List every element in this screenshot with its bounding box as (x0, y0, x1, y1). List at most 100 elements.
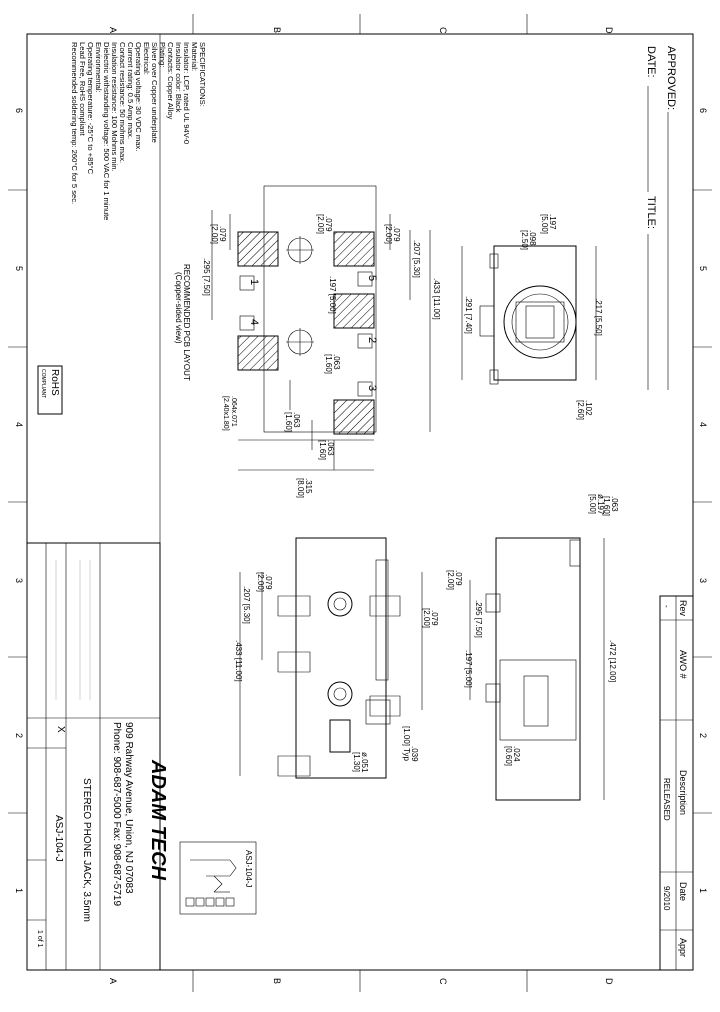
zone-col-top: D (604, 27, 614, 34)
dim-160c: [1.60] (324, 354, 333, 374)
approval-fields (55, 560, 91, 700)
dim-472: .472 [12.00] (608, 640, 617, 682)
dim-063a: .063 (292, 412, 301, 428)
dim-197s: .197 [5.00] (464, 650, 473, 688)
front-socket-outer (503, 285, 577, 359)
zone-col-top: B (272, 27, 282, 33)
title-block: ADAM TECH 909 Rahway Avenue, Union, NJ 0… (26, 542, 169, 971)
description-value: RELEASED (662, 778, 671, 821)
pcb-caption-2: (Copper-sided view) (174, 272, 183, 344)
specifications-notes: SPECIFICATIONS: Material: Insulator: LCP… (70, 42, 207, 220)
notes-line: Lead Free, RoHS compliant (78, 42, 87, 137)
dim-079a: .079 (218, 226, 227, 242)
pcb-caption-1: RECOMMENDED PCB LAYOUT (182, 264, 191, 381)
dim-295s: .295 [7.50] (474, 600, 483, 638)
zone-row-right: 4 (698, 422, 708, 427)
dim-039: .039 (410, 746, 419, 762)
approved-label: APPROVED: (665, 46, 677, 110)
dim-500g: [5.00] (588, 494, 597, 514)
sheet-value: 1 of 1 (36, 930, 43, 948)
dim-100: [1.00] Typ (402, 726, 411, 762)
notes-line: Operating voltage: 30 VDC max. (134, 42, 143, 151)
rohs-main: RoHS (49, 369, 60, 396)
dim-207t: .207 [5.30] (242, 586, 251, 624)
date-value: 9/2010 (662, 886, 671, 911)
bottom-body (295, 537, 387, 779)
pcb-pad-3 (333, 399, 375, 435)
notes-line: Insulator: LCP, rated UL 94V-0 (182, 42, 191, 144)
zone-row-right: 3 (698, 578, 708, 583)
dim-197: .197 [5.00] (328, 276, 337, 314)
zone-col-top: C (438, 27, 448, 34)
dim-200b: [2.00] (316, 214, 325, 234)
side-body (495, 537, 581, 801)
date-header: Date (678, 882, 688, 901)
dim-200u: [2.00] (256, 572, 265, 592)
part-number: ASJ-104-J (53, 815, 64, 862)
dim-250: [2.50] (520, 230, 529, 250)
side-view: .472 [12.00] .063 [1.60] ø.197 [5.00] .2… (446, 494, 619, 801)
dim-200t: [2.00] (422, 608, 431, 628)
dim-079c: .079 (392, 226, 401, 242)
dim-051: ø.051 (360, 752, 369, 773)
dim-200s: [2.00] (446, 570, 455, 590)
dim-hole-mm: [2.40x1.80] (222, 396, 229, 431)
notes-line: Electrical: (142, 42, 151, 75)
pcb-pad-5 (333, 231, 375, 267)
dim-098: .098 (528, 230, 537, 246)
dim-063s: .063 (610, 496, 619, 512)
front-socket-inner (511, 293, 569, 351)
notes-line: Contact resistance: 50 mohms max. (118, 42, 127, 163)
pcb-layout-view: 1 4 5 2 3 RECOMMENDED PCB LAYOUT (Copper… (174, 185, 441, 498)
bottom-view: .079 [2.00] .079 [2.00] .207 [5.30] .433… (234, 537, 439, 779)
zone-row-left: 2 (14, 733, 24, 738)
appr-header: Appr (678, 938, 688, 957)
rev-value: - (662, 605, 671, 608)
company-address: 909 Rahway Avenue, Union, NJ 07083 (123, 722, 134, 894)
rev-header: Rev (678, 600, 688, 617)
rohs-badge: RoHS COMPLIANT (37, 365, 63, 415)
dim-315: .315 (304, 478, 313, 494)
zone-row-left: 4 (14, 422, 24, 427)
revision-block: Rev AWO # Description Date Appr - RELEAS… (659, 595, 694, 971)
zone-row-right: 5 (698, 266, 708, 271)
dim-200c: [2.00] (384, 224, 393, 244)
pad-label-2: 2 (366, 337, 378, 343)
dim-160a: [1.60] (284, 412, 293, 432)
notes-line: Insulation resistance: 100 Mohms min. (110, 42, 119, 172)
zone-col-bottom: A (108, 978, 118, 984)
dim-160s: [1.60] (602, 496, 611, 516)
notes-line: Material: (190, 42, 199, 71)
dim-197f: .197 (548, 214, 557, 230)
dim-063c: .063 (332, 354, 341, 370)
dim-200a: [2.00] (210, 224, 219, 244)
zone-ticks (8, 14, 712, 992)
front-view: .217 [5.50] .291 [7.40] .197 [5.00] .098… (461, 214, 603, 420)
notes-line: Recommended soldering temp: 260°C for 5 … (70, 42, 79, 204)
dim-260: [2.60] (576, 400, 585, 420)
zone-row-labels: 6 5 4 3 2 1 6 5 4 3 2 1 (14, 108, 708, 893)
dim-063b: .063 (326, 440, 335, 456)
pcb-pad-2 (333, 293, 375, 329)
dim-295: .295 [7.50] (202, 258, 211, 296)
zone-row-left: 6 (14, 108, 24, 113)
zone-row-left: 5 (14, 266, 24, 271)
dim-217: .217 [5.50] (594, 298, 603, 336)
description-header: Description (678, 770, 688, 815)
dim-079s: .079 (454, 570, 463, 586)
dim-160b: [1.60] (318, 440, 327, 460)
notes-line: Current rating: 0.5 Amp max. (126, 42, 135, 139)
pcb-pad-1 (237, 231, 279, 267)
zone-col-bottom: D (604, 978, 614, 985)
dim-197g: ø.197 (596, 494, 605, 515)
rohs-sub: COMPLIANT (40, 369, 46, 398)
dim-079b: .079 (324, 216, 333, 232)
dim-291: .291 [7.40] (464, 296, 473, 334)
zone-row-right: 2 (698, 733, 708, 738)
notes-line: Environmental: (94, 42, 103, 93)
dim-207: .207 [5.30] (412, 240, 421, 278)
zone-row-left: 3 (14, 578, 24, 583)
bottom-peg-1 (327, 591, 353, 617)
pad-label-5: 5 (366, 275, 378, 281)
pad-label-1: 1 (248, 279, 260, 285)
